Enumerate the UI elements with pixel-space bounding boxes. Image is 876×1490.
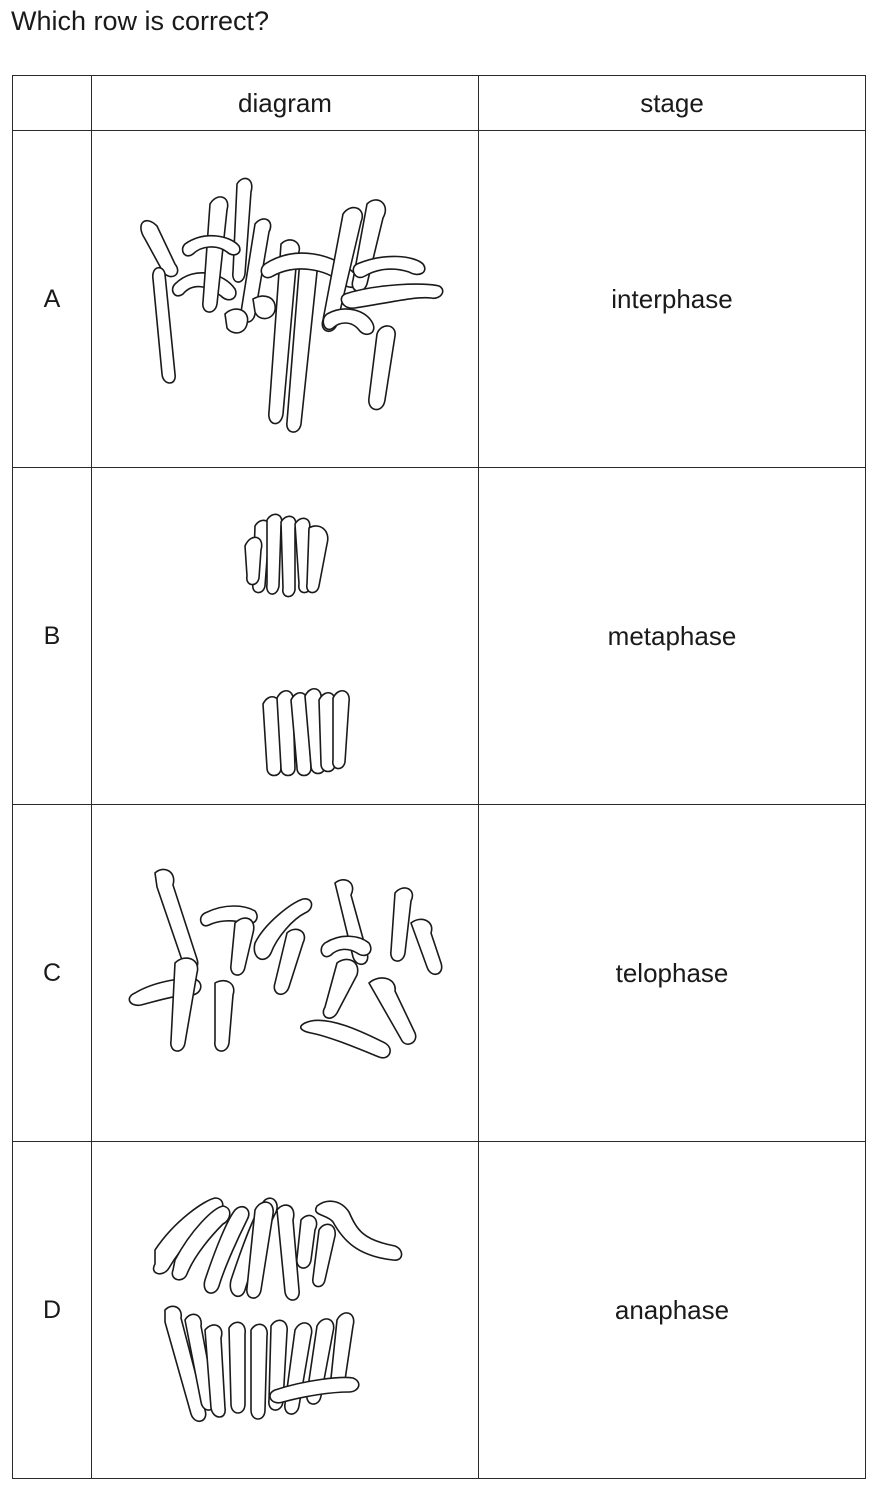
stage-label: telophase xyxy=(478,804,866,1142)
stage-label: metaphase xyxy=(478,467,866,805)
diagram-cell xyxy=(91,1141,479,1479)
stage-label: anaphase xyxy=(478,1141,866,1479)
chromosomes-separating-icon xyxy=(152,1197,403,1422)
diagram-cell xyxy=(91,804,479,1142)
question-text: Which row is correct? xyxy=(11,6,270,36)
row-label: B xyxy=(12,467,92,805)
header-diagram: diagram xyxy=(91,75,479,131)
row-label: D xyxy=(12,1141,92,1479)
chromosomes-two-groups-icon xyxy=(244,513,350,777)
table-row: D xyxy=(12,1141,866,1479)
header-stage: stage xyxy=(478,75,866,131)
table-header-row: diagram stage xyxy=(12,75,866,131)
stage-label: interphase xyxy=(478,130,866,468)
table-row: B metaphase xyxy=(12,467,866,805)
row-label: C xyxy=(12,804,92,1142)
diagram-cell xyxy=(91,467,479,805)
answer-table: diagram stage A xyxy=(12,75,866,1479)
row-label: A xyxy=(12,130,92,468)
table-row: C telophase xyxy=(12,804,866,1142)
header-blank xyxy=(12,75,92,131)
chromosomes-tangled-icon xyxy=(140,177,444,433)
table-row: A interpha xyxy=(12,130,866,468)
chromosomes-scattered-icon xyxy=(128,868,443,1059)
diagram-cell xyxy=(91,130,479,468)
